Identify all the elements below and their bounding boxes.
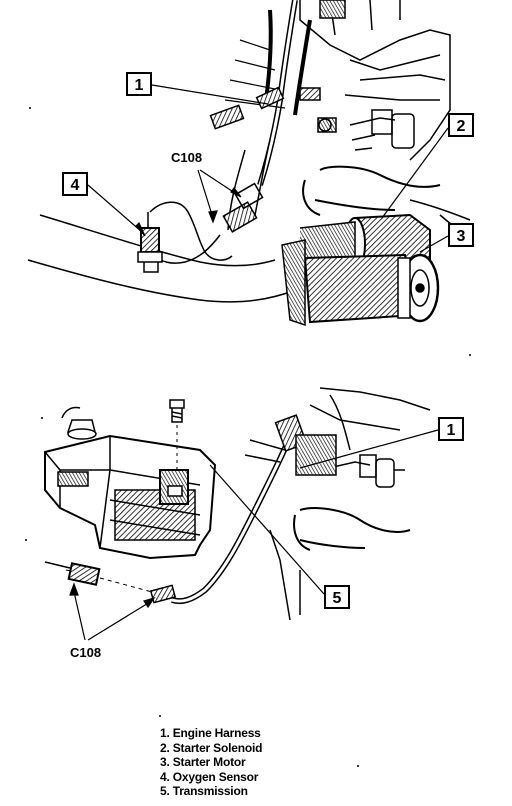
legend-item-engine-harness: 1. Engine Harness xyxy=(160,726,261,740)
engine-harness-bundle-top xyxy=(209,0,337,186)
top-view-illustration xyxy=(27,0,471,327)
callout-label: 2 xyxy=(457,118,466,135)
callout-top-1: 1 xyxy=(126,72,152,96)
scan-specks xyxy=(25,107,471,767)
bolt-illustration xyxy=(169,399,185,470)
legend: 1. Engine Harness 2. Starter Solenoid 3.… xyxy=(160,726,360,799)
fitting-top xyxy=(349,109,415,151)
callout-bottom-5: 5 xyxy=(324,585,350,609)
callout-label: 4 xyxy=(71,177,80,194)
legend-item-starter-solenoid: 2. Starter Solenoid xyxy=(160,740,263,755)
callout-top-4: 4 xyxy=(62,172,88,196)
c108-label-bottom: C108 xyxy=(70,645,101,660)
exhaust-pipe-bottom xyxy=(293,507,411,551)
transmission-illustration xyxy=(44,406,217,560)
callout-label: 3 xyxy=(457,228,466,245)
bottom-view-illustration xyxy=(44,387,431,621)
callout-label: 1 xyxy=(135,77,144,94)
callout-top-2: 2 xyxy=(448,113,474,137)
callout-top-3: 3 xyxy=(448,223,474,247)
starter-motor-illustration xyxy=(281,239,440,327)
fitting-bottom xyxy=(295,434,405,488)
callout-bottom-1: 1 xyxy=(438,417,464,441)
legend-item-transmission: 5. Transmission xyxy=(160,784,248,799)
legend-item-oxygen-sensor: 4. Oxygen Sensor xyxy=(160,769,259,784)
legend-item-starter-motor: 3. Starter Motor xyxy=(160,755,246,770)
top-callouts xyxy=(87,84,449,253)
callout-label: 5 xyxy=(333,590,342,607)
c108-connector-bottom xyxy=(44,561,177,604)
exhaust-pipe-top xyxy=(302,165,441,216)
c108-label-top: C108 xyxy=(171,150,202,165)
callout-label: 1 xyxy=(447,422,456,439)
c108-connector-top xyxy=(154,182,264,264)
bottom-callouts xyxy=(69,429,439,641)
engine-block-top xyxy=(299,0,451,161)
oxygen-sensor-illustration xyxy=(137,201,233,273)
frame-rail-top xyxy=(39,214,276,267)
